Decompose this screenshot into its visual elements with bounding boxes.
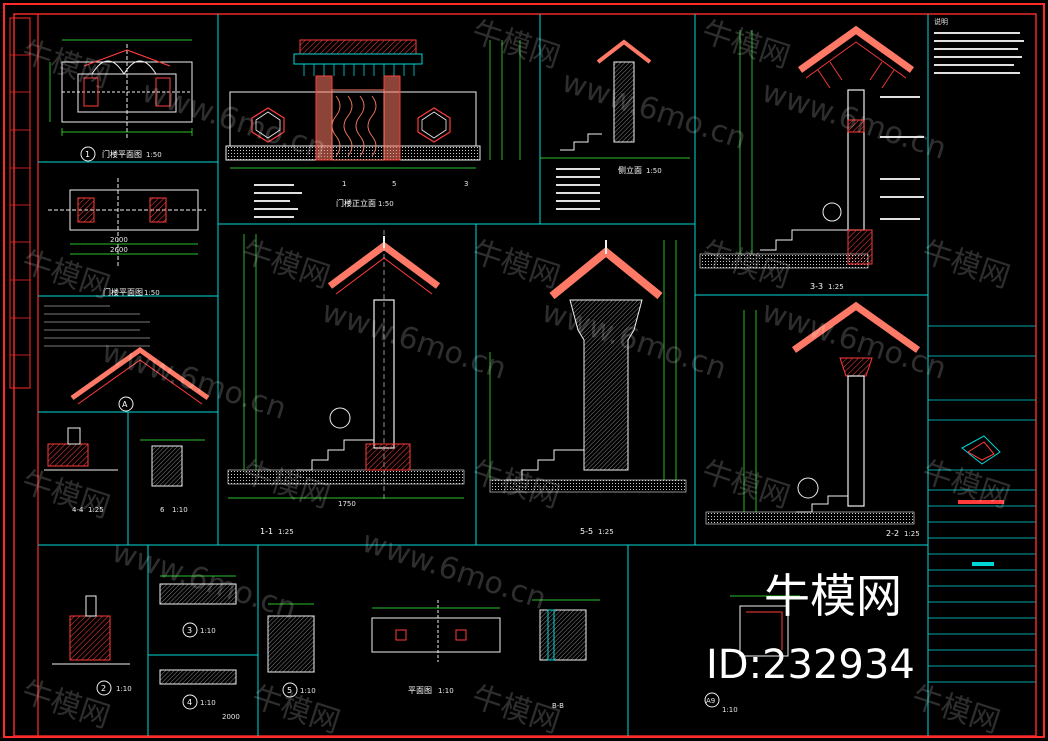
- watermark-brand-14: 牛模网: [18, 674, 114, 735]
- elevation-title: 门楼正立面: [336, 198, 376, 208]
- watermark-brand-6: 牛模网: [468, 234, 564, 295]
- panel-small-plan: 平面图 1:10: [371, 600, 501, 695]
- plan-roof-title: 门楼平面图: [102, 149, 142, 159]
- detail-4-tag: 4: [187, 698, 192, 707]
- detail-3-tag: 3: [187, 626, 192, 635]
- watermark-brand-11: 牛模网: [468, 454, 564, 515]
- elev-grid-3: 3: [464, 180, 468, 188]
- elevation-scale: 1:50: [378, 200, 394, 208]
- base-plan-dim-2000: 2000: [110, 236, 128, 244]
- notes-title: 说明: [934, 17, 948, 26]
- watermark-brand-16: 牛模网: [468, 679, 564, 740]
- section-33-scale: 1:25: [828, 283, 844, 291]
- detail-5-tag: 5: [287, 686, 292, 695]
- section-33-title: 3-3: [810, 282, 823, 291]
- watermark-brand-9: 牛模网: [18, 464, 114, 525]
- watermark-site-4: www.6mo.cn: [318, 294, 511, 386]
- small-plan-scale: 1:10: [438, 687, 454, 695]
- detail-a-tag: A: [122, 400, 128, 409]
- detail-44-title: 4-4: [72, 506, 84, 514]
- plan-base-scale: 1:50: [144, 289, 160, 297]
- watermark-brand-12: 牛模网: [698, 454, 794, 515]
- watermark-brand-3: 牛模网: [698, 14, 794, 75]
- detail-6-tag: 6: [160, 506, 165, 514]
- watermark-brand-5: 牛模网: [238, 234, 334, 295]
- section-55-title: 5-5: [580, 527, 593, 536]
- detail-2-scale: 1:10: [116, 685, 132, 693]
- detail-bb-title: B-B: [552, 702, 564, 710]
- detail-44-scale: 1:25: [88, 506, 104, 514]
- section-55-scale: 1:25: [598, 528, 614, 536]
- watermark-site-3: www.6mo.cn: [758, 74, 951, 166]
- panel-front-elevation: 1 5 3 门楼正立面 1:50: [225, 39, 521, 218]
- panel-detail-bb: B-B: [532, 599, 600, 710]
- panel-detail-a9: A9 1:10: [704, 595, 800, 714]
- title-block: 说明: [928, 17, 1036, 683]
- plan-base-title: 门楼平面图: [103, 287, 143, 297]
- panel-section-55: 5-5 1:25: [489, 240, 687, 536]
- detail-4-scale: 1:10: [200, 699, 216, 707]
- watermark-brand-15: 牛模网: [248, 679, 344, 740]
- side-elevation-title: 侧立面: [618, 165, 642, 175]
- panel-section-33: 3-3 1:25: [699, 25, 924, 291]
- panel-grid: [38, 14, 929, 736]
- watermark-site-2: www.6mo.cn: [558, 64, 751, 156]
- panel-detail-2: 2 1:10: [52, 595, 132, 696]
- panel-detail-3-4: 3 1:10 4 1:10 2000: [159, 575, 240, 721]
- elev-grid-1: 1: [342, 180, 346, 188]
- section-22-scale: 1:25: [904, 530, 920, 538]
- detail-5-scale: 1:10: [300, 687, 316, 695]
- detail-4-dim-2000: 2000: [222, 713, 240, 721]
- watermark-brand-10: 牛模网: [238, 454, 334, 515]
- plan-roof-scale: 1:50: [146, 151, 162, 159]
- detail-3-scale: 1:10: [200, 627, 216, 635]
- detail-2-tag: 2: [101, 684, 106, 693]
- section-11-title: 1-1: [260, 527, 273, 536]
- panel-roof-plan: 1 门楼平面图 1:50: [49, 39, 193, 162]
- section-22-title: 2-2: [886, 529, 899, 538]
- side-elevation-scale: 1:50: [646, 167, 662, 175]
- watermark-site-8: www.6mo.cn: [108, 534, 301, 626]
- watermark-brand-2: 牛模网: [468, 14, 564, 75]
- detail-6-scale: 1:10: [172, 506, 188, 514]
- panel-section-11: 1750 1-1 1:25: [227, 230, 465, 536]
- elev-grid-5: 5: [392, 180, 396, 188]
- watermark-brand-1: 牛模网: [18, 34, 114, 95]
- base-plan-dim-2600: 2600: [110, 246, 128, 254]
- watermark-brand-large: 牛模网: [764, 569, 902, 623]
- watermark-id: ID:232934: [706, 642, 915, 688]
- sheet-frame: [3, 3, 1045, 738]
- panel-side-elevation: 侧立面 1:50: [540, 39, 690, 210]
- plan-roof-no: 1: [85, 150, 90, 159]
- small-plan-title: 平面图: [408, 686, 432, 695]
- watermark-site-7: www.6mo.cn: [98, 334, 291, 426]
- section-11-dim-1750: 1750: [338, 500, 356, 508]
- watermark-brand-8: 牛模网: [918, 234, 1014, 295]
- watermark-brand-17: 牛模网: [908, 679, 1004, 740]
- watermark-site-9: www.6mo.cn: [358, 524, 551, 616]
- panel-roof-detail-a: A: [44, 305, 210, 412]
- panel-section-22: 2-2 1:25: [705, 301, 921, 538]
- detail-a9-scale: 1:10: [722, 706, 738, 714]
- detail-a9-tag: A9: [706, 697, 715, 705]
- panel-detail-5: 5 1:10: [267, 603, 316, 698]
- section-11-scale: 1:25: [278, 528, 294, 536]
- panel-detail-44: 4-4 1:25 6 1:10: [44, 427, 205, 514]
- panel-base-plan: 2000 2600 门楼平面图 1:50: [48, 178, 206, 297]
- watermark-brand-7: 牛模网: [698, 234, 794, 295]
